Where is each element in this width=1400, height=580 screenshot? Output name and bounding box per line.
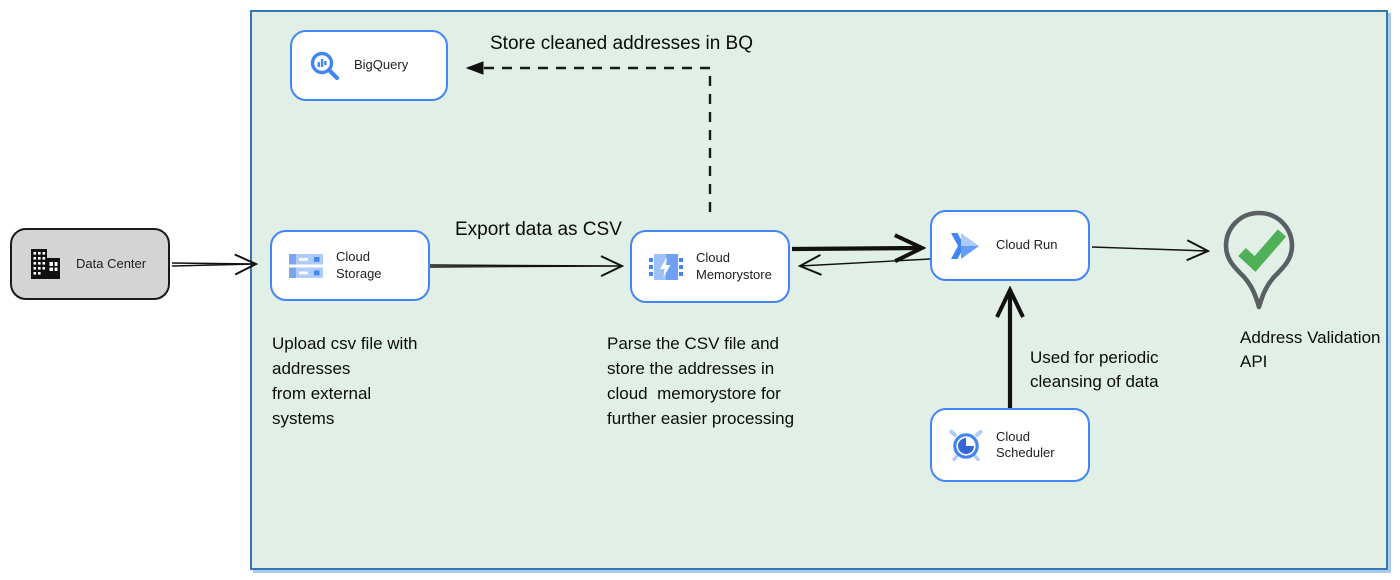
bigquery-icon xyxy=(309,50,341,82)
building-icon xyxy=(29,249,63,279)
node-label: BigQuery xyxy=(354,57,409,73)
cloud-scheduler-icon xyxy=(949,429,983,461)
cloud-storage-icon xyxy=(289,252,323,280)
edge-label-periodic-cleansing: Used for periodic cleansing of data xyxy=(1030,348,1159,391)
gcp-boundary-box xyxy=(250,10,1388,570)
pin-outline-icon xyxy=(1223,210,1295,310)
memorystore-icon xyxy=(649,250,683,284)
address-validation-label: Address Validation API xyxy=(1240,328,1381,371)
annotation-parse: Parse the CSV file and store the address… xyxy=(607,334,795,428)
node-cloud-scheduler[interactable]: Cloud Scheduler xyxy=(930,408,1090,482)
node-cloud-run[interactable]: Cloud Run xyxy=(930,210,1090,281)
cloud-run-icon xyxy=(949,232,983,259)
node-label: Cloud Scheduler xyxy=(996,428,1055,460)
annotation-upload: Upload csv file with addresses from exte… xyxy=(272,334,418,428)
node-label: Data Center xyxy=(76,255,147,271)
node-label: Cloud Run xyxy=(996,237,1058,253)
node-label: Cloud Storage xyxy=(336,249,382,281)
edge-datacenter-to-storage xyxy=(171,263,256,266)
node-data-center[interactable]: Data Center xyxy=(10,228,170,300)
checkmark-icon xyxy=(1238,229,1287,272)
node-label: Cloud Memorystore xyxy=(696,250,772,282)
node-cloud-storage[interactable]: Cloud Storage xyxy=(270,230,430,301)
edge-label-store-cleaned: Store cleaned addresses in BQ xyxy=(490,33,753,54)
node-bigquery[interactable]: BigQuery xyxy=(290,30,448,101)
edge-label-export-csv: Export data as CSV xyxy=(455,219,622,240)
node-cloud-memorystore[interactable]: Cloud Memorystore xyxy=(630,230,790,303)
address-validation-pin[interactable] xyxy=(1220,208,1300,312)
